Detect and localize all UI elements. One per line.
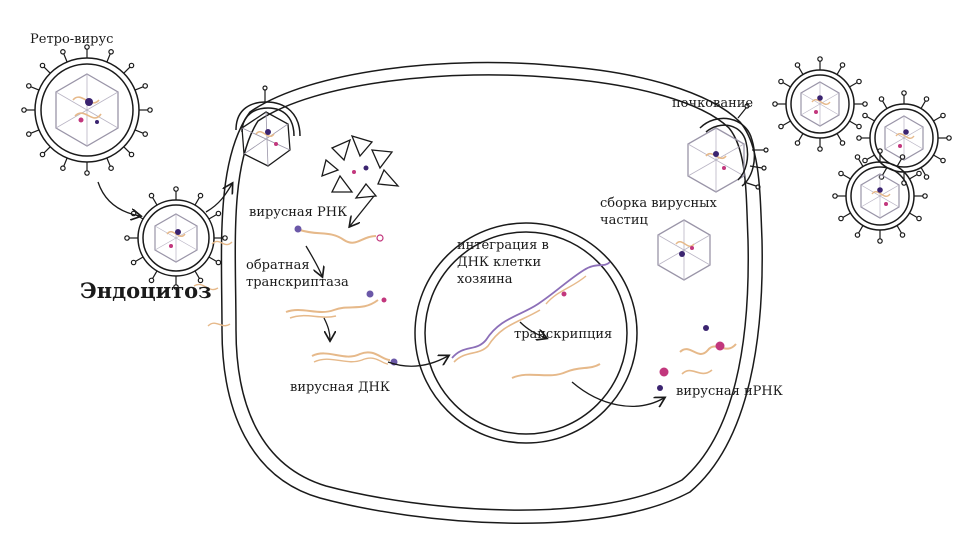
label-reverse-transcriptase-line1: обратная bbox=[246, 258, 310, 273]
cell-membrane bbox=[220, 61, 763, 524]
arrow-to-rna bbox=[350, 195, 375, 226]
label-transcription: транскрипция bbox=[514, 327, 613, 342]
assembling-capsid-small bbox=[657, 219, 711, 281]
arrow-to-export bbox=[571, 381, 664, 406]
label-integration-line3: хозяина bbox=[457, 272, 513, 287]
endocytosing-virus bbox=[124, 186, 228, 290]
label-integration-line1: интеграция в bbox=[457, 238, 549, 253]
process-arrows bbox=[97, 181, 664, 406]
label-assembly-line2: частиц bbox=[600, 213, 648, 228]
cell-nucleus bbox=[414, 222, 638, 444]
entering-virus bbox=[235, 85, 301, 167]
free-retrovirus bbox=[21, 44, 153, 176]
arrow-to-entry bbox=[205, 184, 232, 213]
label-budding: почкование bbox=[672, 96, 754, 111]
label-integration-line2: ДНК клетки bbox=[457, 255, 542, 270]
arrow-to-dna bbox=[323, 317, 330, 340]
released-virus-1 bbox=[772, 56, 868, 152]
reverse-transcription-strand bbox=[285, 290, 387, 319]
uncoating-capsid bbox=[321, 134, 400, 199]
arrow-to-rt bbox=[305, 245, 322, 276]
label-viral-mrna: вирусная иРНК bbox=[676, 384, 783, 399]
nuclear-mrna-strand bbox=[511, 363, 601, 379]
arrow-to-integration bbox=[387, 356, 448, 367]
arrow-to-endocytosis bbox=[97, 181, 140, 216]
viral-dna-strand bbox=[311, 351, 398, 366]
budding-membrane bbox=[699, 103, 769, 190]
endocytosis-wisps bbox=[193, 240, 233, 327]
released-virus-3 bbox=[832, 148, 928, 244]
host-dna-integration bbox=[451, 261, 611, 363]
assembling-capsid-large bbox=[687, 127, 745, 193]
cytoplasm-mrna-strands bbox=[657, 325, 737, 391]
viral-rna-strand bbox=[294, 225, 384, 244]
label-retrovirus: Ретро-вирус bbox=[30, 32, 114, 47]
label-viral-rna: вирусная РНК bbox=[249, 205, 348, 220]
label-viral-dna: вирусная ДНК bbox=[290, 380, 390, 395]
label-assembly-line1: сборка вирусных bbox=[600, 196, 717, 211]
label-reverse-transcriptase-line2: транскриптаза bbox=[246, 275, 349, 290]
label-endocytosis: Эндоцитоз bbox=[80, 278, 212, 303]
arrow-to-transcription bbox=[519, 321, 546, 338]
